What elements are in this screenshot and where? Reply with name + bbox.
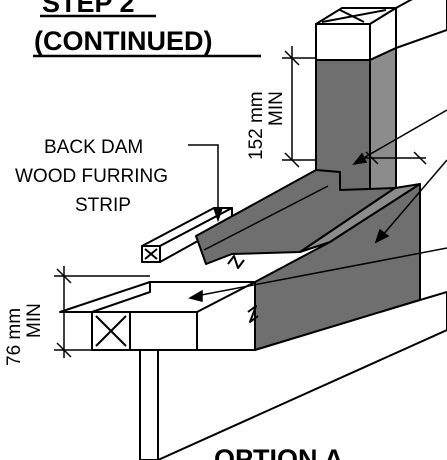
dim-upper-qualifier: MIN [266, 91, 287, 126]
stud-top-x2 [339, 9, 365, 23]
membrane-fold-line [203, 185, 329, 251]
strip-end-x2 [144, 248, 158, 260]
membrane-wall-side [369, 47, 397, 211]
step-title-line1: STEP 2 [42, 0, 135, 18]
break-mark-lower [247, 305, 259, 323]
dimension-wall-offset [364, 151, 427, 165]
dimension-upper [282, 46, 316, 168]
dim-upper-tick-top [284, 50, 300, 66]
rim-board [59, 281, 447, 460]
floor-top-face [59, 281, 151, 313]
sill-face-strip [129, 311, 198, 351]
wall-sheathing [395, 0, 447, 49]
back-dam-label-line1: BACK DAM [44, 137, 143, 158]
back-dam-label-line3: STRIP [75, 195, 131, 216]
step-title: STEP 2 (CONTINUED) [33, 0, 261, 58]
sill-arrow [188, 289, 203, 302]
option-label: OPTION A [214, 444, 344, 460]
dim-offset-tick-right [413, 151, 427, 165]
rim-board-side [157, 291, 447, 460]
step-title-line2: (CONTINUED) [34, 26, 212, 56]
membrane-front-face [254, 183, 421, 351]
stud-front-face [315, 23, 371, 61]
dim-lower-tick-bottom [56, 342, 72, 358]
membrane-arrow [374, 228, 390, 244]
leaders [188, 109, 447, 302]
dim-upper-value: 152 mm [246, 91, 267, 160]
rim-board-face [139, 349, 159, 460]
back-dam-label: BACK DAM WOOD FURRING STRIP [15, 137, 168, 216]
wall-stud [315, 0, 447, 61]
membrane-horizontal [195, 169, 421, 351]
back-dam-arrow [212, 207, 224, 223]
back-dam-leader [188, 144, 219, 214]
sill-front-x2 [95, 315, 127, 347]
leader-to-membrane [381, 159, 447, 237]
dimension-lower [54, 266, 150, 358]
dim-upper-tick-bottom [284, 152, 300, 168]
dim-lower-qualifier: MIN [24, 303, 45, 338]
dim-lower-tick-top [56, 268, 72, 284]
break-mark-upper [227, 255, 245, 269]
dim-offset-tick-left [365, 151, 379, 165]
back-dam-label-line2: WOOD FURRING [15, 166, 168, 187]
leader-to-wall [359, 109, 447, 161]
leader-to-sill [195, 247, 447, 297]
dim-lower-value: 76 mm [4, 308, 25, 366]
